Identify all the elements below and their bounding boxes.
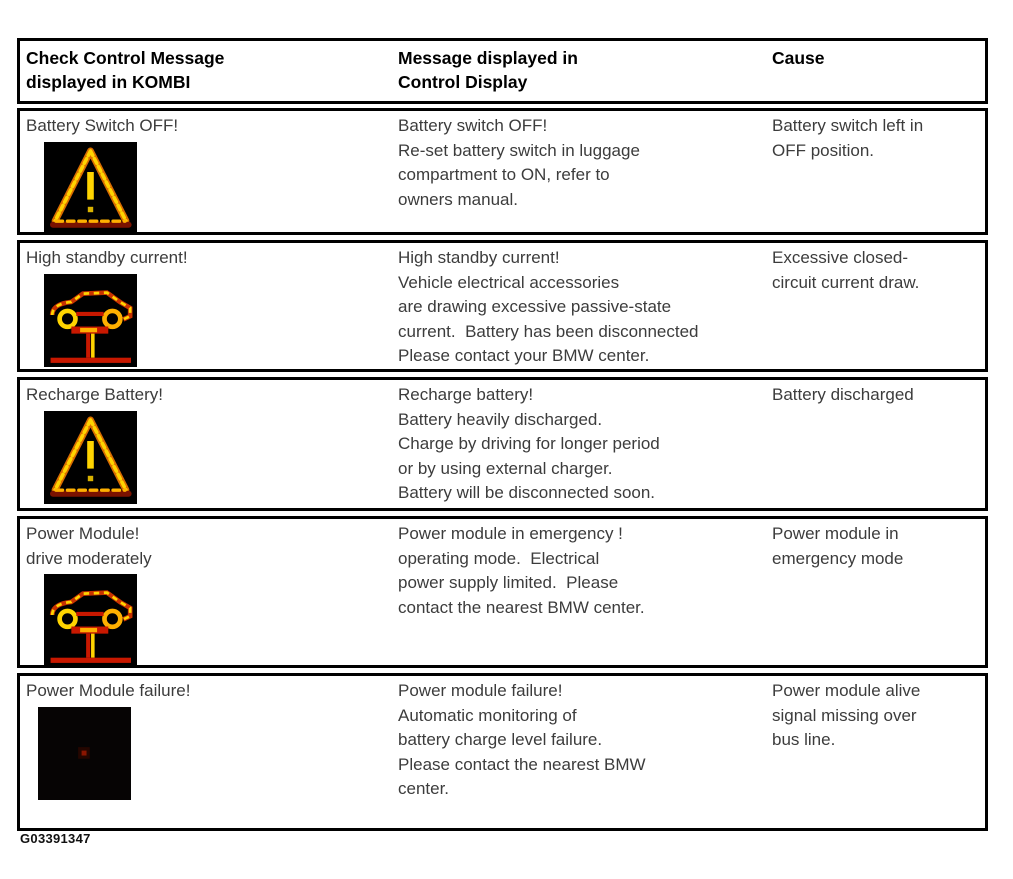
warning-triangle-icon (44, 411, 137, 504)
column-header-cause: Cause (772, 48, 825, 68)
column-header-control-display: Message displayed in Control Display (398, 48, 578, 92)
kombi-message: Power Module! drive moderately (26, 524, 152, 568)
table-row: Power Module failure! Power module failu… (17, 673, 988, 831)
figure-id: G03391347 (20, 831, 91, 846)
kombi-message: High standby current! (26, 248, 188, 267)
kombi-message: Battery Switch OFF! (26, 116, 179, 135)
warning-triangle-icon (44, 142, 137, 235)
control-display-message: Battery switch OFF! Re-set battery switc… (398, 116, 640, 209)
kombi-cell: High standby current! (20, 246, 392, 369)
control-display-message: Power module in emergency ! operating mo… (398, 524, 645, 617)
cause-text: Power module alive signal missing over b… (772, 681, 921, 749)
table-row: High standby current! High standby curre… (17, 240, 988, 372)
table-row: Power Module! drive moderately Power mod… (17, 516, 988, 668)
table-row: Recharge Battery! Recharge battery! Batt… (17, 377, 988, 511)
control-display-message: High standby current! Vehicle electrical… (398, 248, 699, 365)
kombi-cell: Battery Switch OFF! (20, 114, 392, 235)
kombi-cell: Power Module failure! (20, 679, 392, 828)
cause-text: Power module in emergency mode (772, 524, 904, 568)
vehicle-on-lift-icon (44, 574, 137, 667)
cause-text: Excessive closed- circuit current draw. (772, 248, 920, 292)
kombi-message: Power Module failure! (26, 681, 191, 700)
kombi-cell: Power Module! drive moderately (20, 522, 392, 667)
vehicle-on-lift-icon (44, 274, 137, 367)
control-display-message: Recharge battery! Battery heavily discha… (398, 385, 660, 502)
cause-text: Battery switch left in OFF position. (772, 116, 924, 160)
check-control-message-table: Check Control Message displayed in KOMBI… (17, 38, 988, 836)
table-row: Battery Switch OFF! Battery switch OFF! … (17, 108, 988, 235)
kombi-cell: Recharge Battery! (20, 383, 392, 508)
control-display-message: Power module failure! Automatic monitori… (398, 681, 646, 798)
cause-text: Battery discharged (772, 385, 914, 404)
column-header-kombi: Check Control Message displayed in KOMBI (26, 48, 225, 92)
table-header-row: Check Control Message displayed in KOMBI… (17, 38, 988, 104)
blank-display-icon (38, 707, 131, 800)
kombi-message: Recharge Battery! (26, 385, 164, 404)
